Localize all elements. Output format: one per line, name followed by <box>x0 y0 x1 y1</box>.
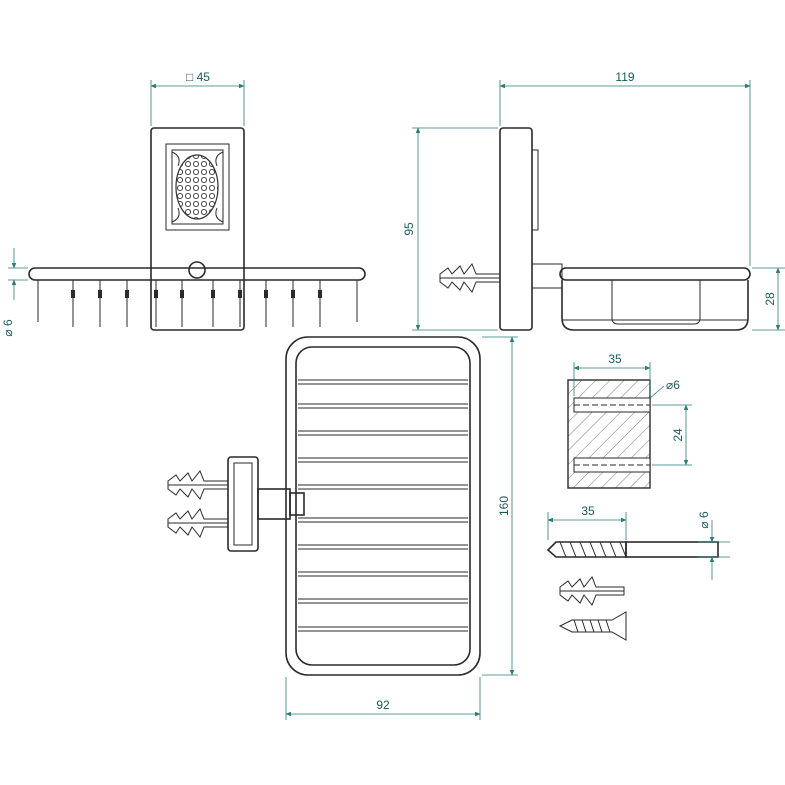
dim-top-width: 92 <box>376 698 390 712</box>
dim-block-spacing: 24 <box>671 428 685 442</box>
screw-icon <box>558 611 627 641</box>
dim-side-height: 95 <box>402 222 416 236</box>
dim-top-height: 160 <box>497 496 511 516</box>
dim-drill-diameter: ⌀ 6 <box>697 511 711 529</box>
dim-block-hole: ⌀6 <box>666 378 680 392</box>
wall-plug-icon <box>559 576 625 606</box>
wall-plug-icon <box>439 263 501 293</box>
front-view: □ 45 ⌀ 6 <box>1 70 366 337</box>
dim-left-diameter: ⌀ 6 <box>1 319 15 337</box>
top-view: 160 92 <box>167 336 518 720</box>
dim-front-width: □ 45 <box>186 70 210 84</box>
dim-block-width: 35 <box>608 352 622 366</box>
dim-drill-length: 35 <box>581 504 595 518</box>
dim-side-depth: 119 <box>615 70 634 84</box>
wall-plug-icon <box>167 470 229 538</box>
grille-icon <box>171 151 224 223</box>
dim-right-height: 28 <box>763 292 777 306</box>
drill-bit-icon: 35 ⌀ 6 <box>546 504 730 580</box>
side-view: 119 95 28 <box>402 70 785 331</box>
block-section: 35 ⌀6 24 <box>567 352 692 489</box>
